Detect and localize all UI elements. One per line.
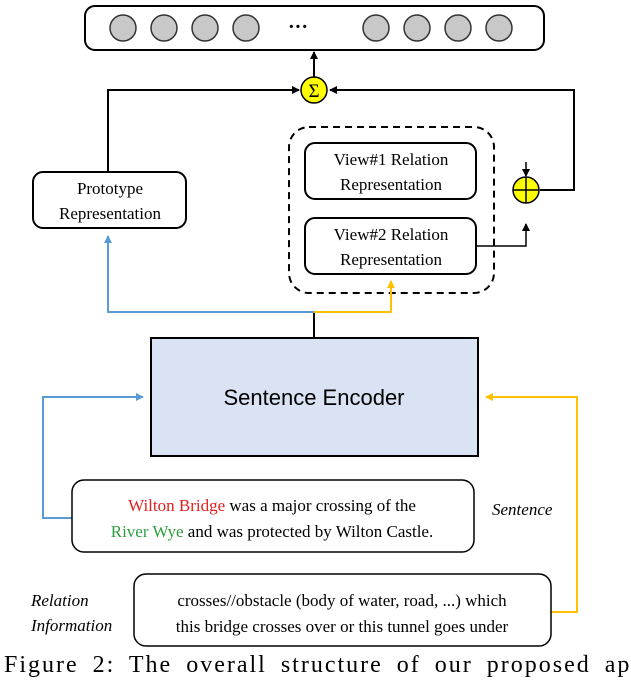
view2-representation: View#2 Relation Representation [304,217,477,275]
relation-box [133,573,552,647]
sentence-encoder-box [150,337,479,457]
entity2-text: River Wye [111,522,184,541]
relation-text-line1: crosses//obstacle (body of water, road, … [177,591,507,610]
output-node [150,14,178,42]
prototype-label-line1: Prototype [77,179,143,198]
relation-side-label-line1: Relation [30,591,89,610]
sum-operator: Σ [300,76,328,104]
prototype-label-line2: Representation [59,204,161,223]
sentence-side-label: Sentence [492,500,553,519]
sentence-encoder-label: Sentence Encoder [223,385,404,410]
sentence-line1: Wilton Bridge was a major crossing of th… [128,496,416,515]
output-node [191,14,219,42]
plus-to-sum-arrow [329,86,575,191]
encoder-to-prototype-arrow [104,235,314,313]
sentence-part1: was a major crossing of the [225,496,416,515]
relation-side-label-line2: Information [30,616,112,635]
architecture-diagram: ··· Σ Prototype Representation View#1 Re… [30,5,578,647]
sentence-encoder: Sentence Encoder [150,337,479,457]
relation-information: crosses//obstacle (body of water, road, … [133,573,552,647]
view2-label-line1: View#2 Relation [334,225,449,244]
view1-label-line2: Representation [340,175,442,194]
sum-circle [300,76,328,104]
output-node [232,14,260,42]
sentence-line2: River Wye and was protected by Wilton Ca… [111,522,433,541]
plus-operator [512,176,540,204]
view2-to-plus-arrow [476,223,530,247]
encoder-to-view2-arrow [314,280,395,313]
output-node [362,14,390,42]
sentence-to-encoder-arrow [42,393,144,519]
output-node [403,14,431,42]
prototype-box [32,171,187,229]
sentence-part2: and was protected by Wilton Castle. [184,522,434,541]
sum-symbol: Σ [308,81,319,102]
view1-box [304,142,477,200]
prototype-representation: Prototype Representation [32,171,187,229]
sentence-box [71,479,475,553]
output-node [444,14,472,42]
output-layer: ··· [84,5,545,51]
prototype-to-sum-arrow [107,86,300,172]
relation-text-line2: this bridge crosses over or this tunnel … [176,617,509,636]
figure-caption: Figure 2: The overall structure of our p… [4,652,631,678]
view1-label-line1: View#1 Relation [334,150,449,169]
output-node [109,14,137,42]
sentence-input: Wilton Bridge was a major crossing of th… [71,479,475,553]
entity1-text: Wilton Bridge [128,496,225,515]
output-node [485,14,513,42]
view2-label-line2: Representation [340,250,442,269]
view1-representation: View#1 Relation Representation [304,142,477,200]
relation-to-encoder-arrow [485,393,578,613]
output-ellipsis: ··· [288,16,308,38]
